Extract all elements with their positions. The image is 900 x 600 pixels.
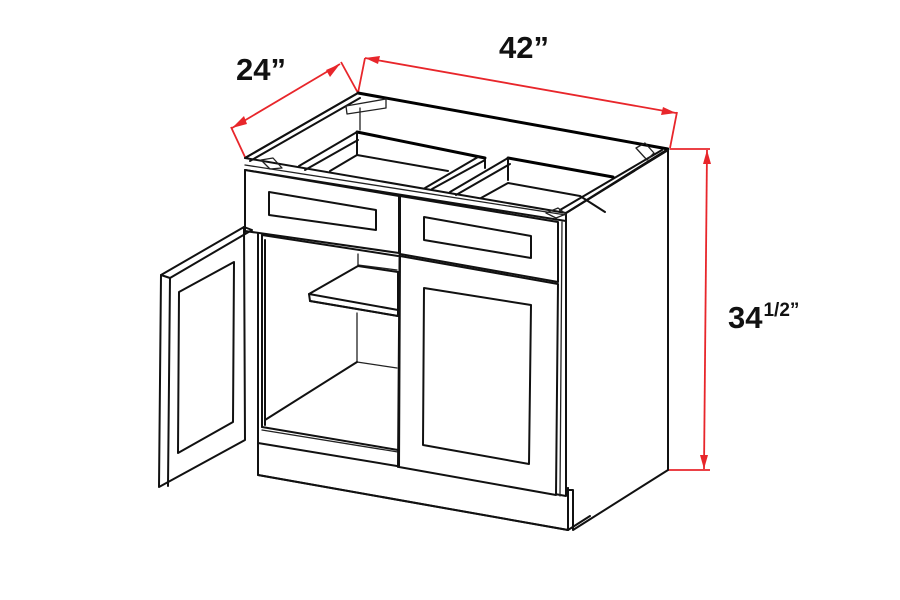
right-door-panel — [422, 287, 532, 465]
height-fraction: 1/2” — [763, 300, 800, 321]
height-dimension-label: 341/2” — [728, 300, 799, 336]
width-dimension-label: 42” — [499, 30, 549, 65]
left-door-open[interactable] — [158, 226, 253, 488]
dimension-height-line — [668, 148, 711, 471]
depth-dimension-label: 24” — [236, 52, 286, 87]
dimension-width-line — [357, 56, 678, 149]
left-drawer-panel — [268, 191, 377, 231]
left-drawer-front[interactable] — [244, 169, 400, 254]
height-value: 34 — [728, 300, 763, 335]
dimension-depth-line — [230, 61, 359, 158]
right-door[interactable] — [398, 221, 563, 497]
adjustable-shelf — [308, 265, 399, 317]
right-side-panel — [565, 149, 669, 531]
right-drawer-box — [449, 156, 615, 213]
left-drawer-box — [298, 130, 487, 190]
right-drawer-panel — [423, 216, 532, 259]
left-door-panel — [177, 261, 235, 454]
cabinet-interior — [261, 234, 399, 453]
